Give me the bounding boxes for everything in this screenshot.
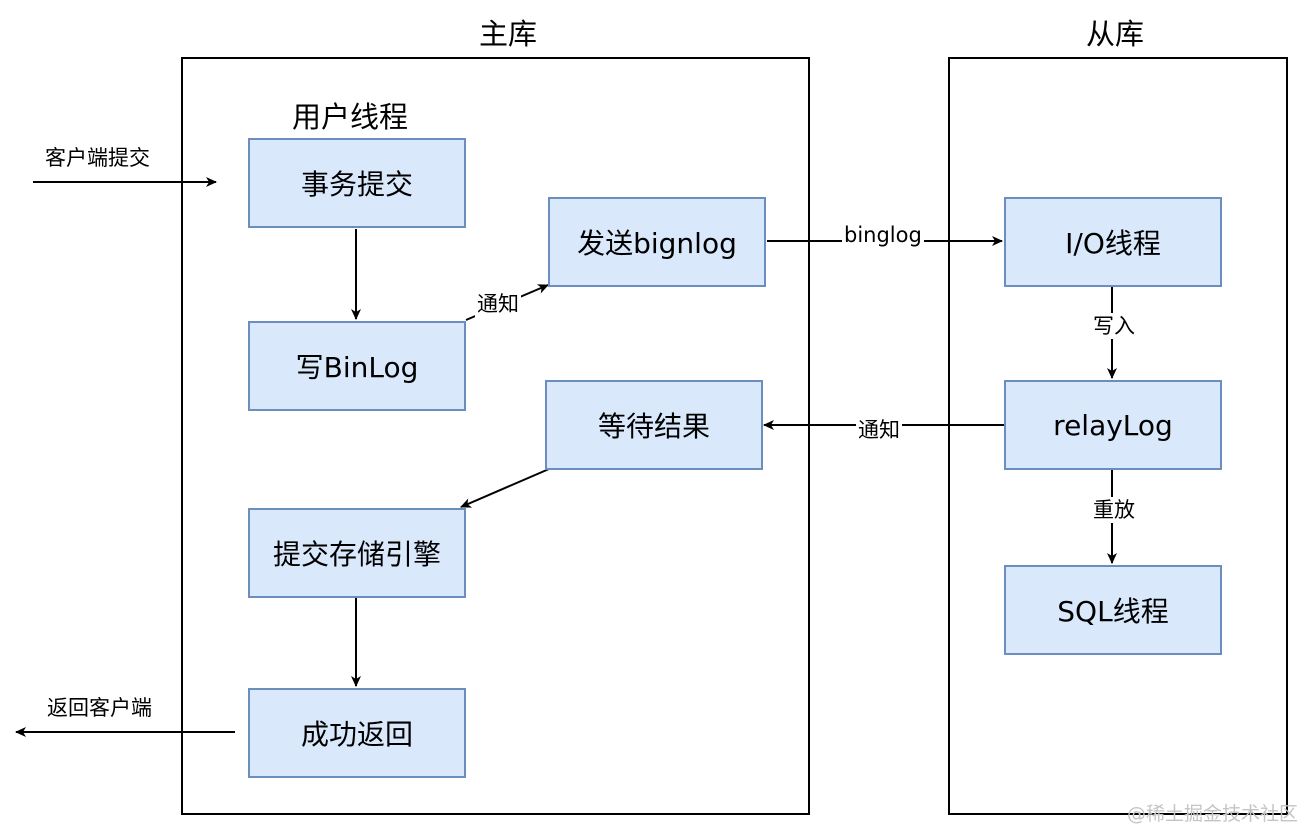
node-return-success: 成功返回	[248, 688, 466, 778]
label-notify-back: 通知	[856, 417, 902, 443]
slave-container	[948, 57, 1288, 815]
node-send-binlog: 发送bignlog	[548, 197, 766, 287]
label-replay: 重放	[1091, 497, 1137, 523]
edge-wait-to-engine	[460, 468, 550, 508]
label-client-commit: 客户端提交	[45, 146, 150, 170]
node-io-thread: I/O线程	[1004, 197, 1222, 287]
master-title: 主库	[478, 17, 537, 51]
node-write-binlog: 写BinLog	[248, 321, 466, 411]
label-binlog-transfer: binglog	[842, 222, 924, 248]
node-sql-thread: SQL线程	[1004, 565, 1222, 655]
label-notify-send: 通知	[475, 291, 521, 317]
node-relay-log: relayLog	[1004, 380, 1222, 470]
node-commit-txn: 事务提交	[248, 138, 466, 228]
label-return-client: 返回客户端	[47, 696, 152, 720]
slave-title: 从库	[1085, 17, 1144, 51]
node-commit-engine: 提交存储引擎	[248, 508, 466, 598]
master-container	[181, 57, 810, 815]
watermark: @稀土掘金技术社区	[1126, 803, 1298, 825]
user-thread-caption: 用户线程	[292, 100, 409, 134]
node-wait-result: 等待结果	[545, 380, 763, 470]
label-write-in: 写入	[1091, 313, 1137, 339]
